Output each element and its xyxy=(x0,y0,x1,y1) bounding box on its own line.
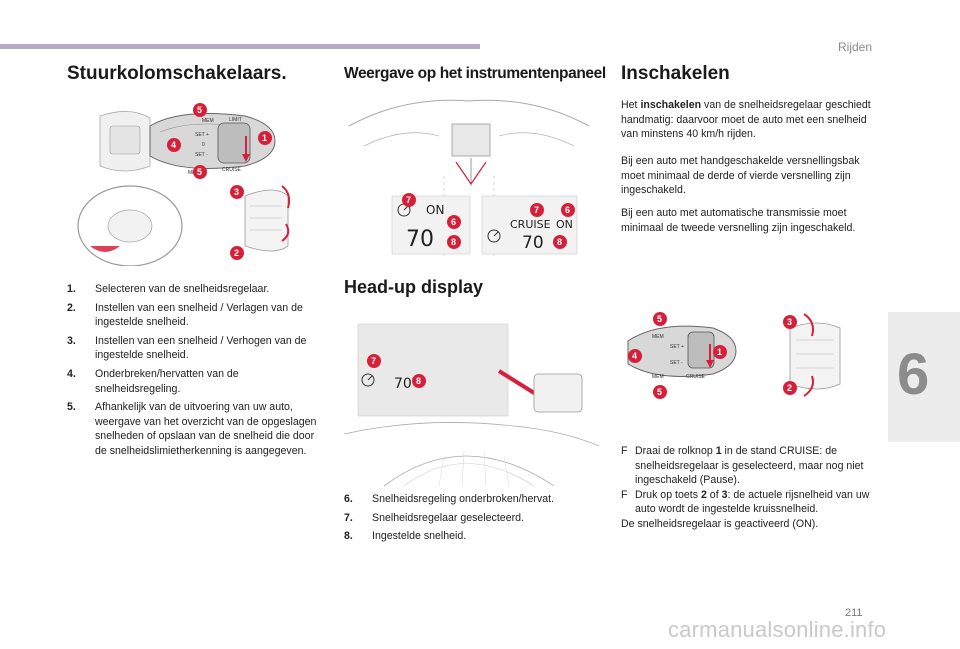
header-accent-bar xyxy=(0,44,480,49)
stalk-set-minus-label: SET - xyxy=(195,152,208,158)
badge-2 xyxy=(230,246,244,260)
badge-8-left: 8 xyxy=(451,237,456,247)
activation-stalk-mem-label: MEM xyxy=(652,334,664,340)
badge-5-top xyxy=(193,103,207,117)
activation-stalk-mem-label-2: MEM xyxy=(652,374,664,380)
badge-5-bottom xyxy=(193,165,207,179)
title-instrument-panel-display: Weergave op het instrumentenpaneel xyxy=(344,65,606,82)
list-item: F Druk op toets 2 of 3: de actuele rijsn… xyxy=(621,488,870,516)
paragraph-activation-intro: Het inschakelen van de snelheidsregelaar… xyxy=(621,99,871,141)
badge-7-hud: 7 xyxy=(371,356,376,366)
section-name: Rijden xyxy=(838,40,873,54)
cluster-speed-value: 70 xyxy=(406,227,434,252)
badge-5-bottom-label: 5 xyxy=(197,167,202,177)
title-activation: Inschakelen xyxy=(621,63,730,84)
list-stalk-functions: 1.Selecteren van de snelheidsregelaar. 2… xyxy=(67,282,322,463)
stalk-limit-label: LIMIT xyxy=(229,117,242,123)
badge-2-label: 2 xyxy=(234,248,239,258)
figure-steering-stalks: MEM LIMIT SET + 0 SET - CRUISE MEM 5 4 1… xyxy=(70,96,325,266)
chapter-tab xyxy=(888,312,960,442)
chapter-number: 6 xyxy=(897,342,930,407)
stalk-cruise-label: CRUISE xyxy=(222,167,242,173)
list-item: 7.Snelheidsregelaar geselecteerd. xyxy=(344,511,524,524)
badge-1 xyxy=(258,131,272,145)
badge-4-label: 4 xyxy=(171,140,176,150)
title-steering-column-switches: Stuurkolomschakelaars. xyxy=(67,63,287,84)
badge-7-right: 7 xyxy=(534,205,539,215)
cluster-cruise-label: CRUISE xyxy=(510,218,551,231)
badge-6-right: 6 xyxy=(565,205,570,215)
activation-steps: F Draai de rolknop 1 in de stand CRUISE:… xyxy=(621,444,881,532)
list-item: 4.Onderbreken/hervatten van de snelheids… xyxy=(67,367,239,395)
badge-7-left: 7 xyxy=(406,195,411,205)
badge-8-right: 8 xyxy=(557,237,562,247)
badge-8-hud: 8 xyxy=(416,376,421,386)
activation-badge-4: 4 xyxy=(632,351,637,361)
watermark: carmanualsonline.info xyxy=(668,617,887,642)
list-item: 8.Ingestelde snelheid. xyxy=(344,530,467,543)
badge-3 xyxy=(230,185,244,199)
figure-instrument-panel: ON 70 CRUISE ON 70 7 6 8 7 6 8 xyxy=(344,96,594,261)
badge-1-label: 1 xyxy=(262,133,267,143)
stalk-zero-label: 0 xyxy=(202,142,205,148)
cluster-speed-value-2: 70 xyxy=(522,233,544,253)
hud-speed-value: 70 xyxy=(394,376,412,392)
activation-stalk-cruise-label: CRUISE xyxy=(686,374,706,380)
figure-head-up-display: 70 7 8 xyxy=(344,316,599,486)
badge-6-left: 6 xyxy=(451,217,456,227)
badge-4 xyxy=(167,138,181,152)
paragraph-manual-gearbox: Bij een auto met handgeschakelde versnel… xyxy=(621,155,860,197)
activation-badge-5-bottom: 5 xyxy=(657,387,662,397)
list-item: 5.Afhankelijk van de uitvoering van uw a… xyxy=(67,401,317,457)
page-number: 211 xyxy=(845,607,863,619)
activation-closing-text: De snelheidsregelaar is geactiveerd (ON)… xyxy=(621,517,819,530)
badge-3-label: 3 xyxy=(234,187,239,197)
figure-activation-stalk: MEM SET + SET - CRUISE MEM 5 4 1 5 3 2 xyxy=(618,306,858,406)
activation-badge-3: 3 xyxy=(787,317,792,327)
list-item: 1.Selecteren van de snelheidsregelaar. xyxy=(67,283,270,295)
cluster-on-label: ON xyxy=(426,203,444,217)
cluster-on-label-2: ON xyxy=(556,218,573,231)
paragraph-automatic-transmission: Bij een auto met automatische transmissi… xyxy=(621,207,856,234)
list-item: 3.Instellen van een snelheid / Verhogen … xyxy=(67,334,307,362)
stalk-set-plus-label: SET + xyxy=(195,132,209,138)
activation-badge-1: 1 xyxy=(717,347,722,357)
activation-stalk-set-minus-label: SET - xyxy=(670,360,683,366)
list-item: F Draai de rolknop 1 in de stand CRUISE:… xyxy=(621,445,864,487)
list-item: 6.Snelheidsregeling onderbroken/hervat. xyxy=(344,493,554,505)
title-head-up-display: Head-up display xyxy=(344,277,484,297)
list-item: 2.Instellen van een snelheid / Verlagen … xyxy=(67,301,303,329)
list-display-symbols: 6.Snelheidsregeling onderbroken/hervat. … xyxy=(344,492,599,548)
activation-badge-5-top: 5 xyxy=(657,314,662,324)
badge-5-top-label: 5 xyxy=(197,105,202,115)
activation-badge-2: 2 xyxy=(787,383,792,393)
stalk-mem-label: MEM xyxy=(202,118,214,124)
activation-stalk-set-plus-label: SET + xyxy=(670,344,684,350)
